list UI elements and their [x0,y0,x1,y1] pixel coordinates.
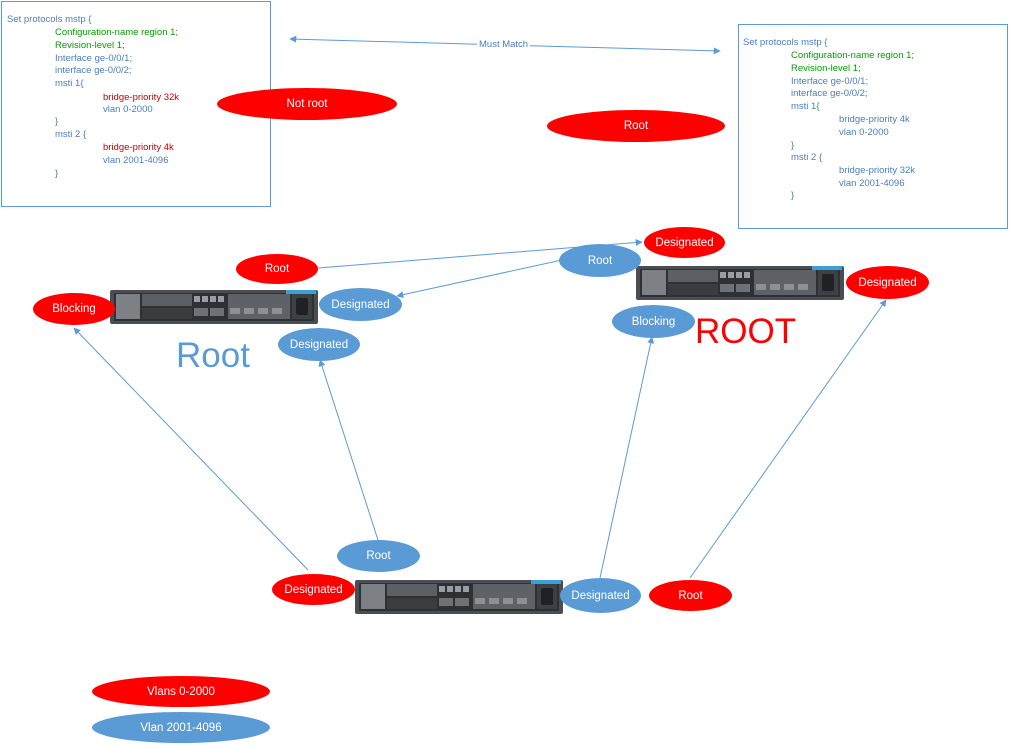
link-sw3-root-to-sw1-designated [318,359,379,541]
switch-device-bottom [355,580,563,614]
config-line: } [791,140,795,151]
sw1-designated-oval-1: Designated [319,288,402,321]
sw3-designated-oval-blue: Designated [560,578,641,613]
switch-device-left [110,290,318,324]
sw1-blocking-oval: Blocking [33,293,115,325]
config-line: bridge-priority 32k [839,165,916,176]
config-line: } [791,190,795,201]
config-line: msti 1{ [791,101,820,112]
config-line: Set protocols mstp { [743,37,828,48]
legend-red-oval: Vlans 0-2000 [92,676,270,707]
config-line: bridge-priority 32k [103,92,180,103]
config-line: vlan 2001-4096 [839,178,905,189]
config-line: vlan 0-2000 [839,127,889,138]
sw2-blocking-oval: Blocking [612,305,695,338]
config-line: interface ge-0/0/2; [55,65,132,76]
config-line: Revision-level 1; [791,63,861,74]
config-line: msti 2 { [791,152,823,163]
config-line: Interface ge-0/0/1; [55,53,133,64]
switch-device-right [636,266,844,300]
config-line: } [55,168,59,179]
sw3-root-oval-red: Root [649,580,732,611]
link-sw2-root-to-sw1 [396,259,563,299]
sw1-root-oval: Root [236,254,318,284]
legend-blue-oval: Vlan 2001-4096 [92,712,270,743]
config-box-right [738,24,1008,229]
must-match-label: Must Match [477,39,531,50]
config-line: Configuration-name region 1; [791,50,915,61]
config-line: interface ge-0/0/2; [791,88,868,99]
config-line: } [55,116,59,127]
link-sw3-root-to-sw2-designated [689,299,887,579]
config-line: Set protocols mstp { [7,14,92,25]
sw3-designated-oval: Designated [272,574,355,605]
config-line: Configuration-name region 1; [55,27,179,38]
link-sw3-designated-to-sw1-blocking [73,327,309,571]
sw2-designated-oval-top: Designated [644,227,725,258]
config-line: vlan 2001-4096 [103,155,169,166]
sw3-root-oval: Root [337,540,420,572]
config-line: msti 1{ [55,78,84,89]
root-label-red: ROOT [695,312,797,351]
config-line: Interface ge-0/0/1; [791,76,869,87]
config-line: bridge-priority 4k [839,114,910,125]
config-line: msti 2 { [55,129,87,140]
sw2-designated-oval-right: Designated [846,266,929,299]
root-label-blue: Root [176,336,250,375]
not-root-oval: Not root [217,88,397,120]
config-line: Revision-level 1; [55,40,125,51]
sw1-designated-oval-2: Designated [278,328,360,361]
config-line: vlan 0-2000 [103,104,153,115]
config-line: bridge-priority 4k [103,142,174,153]
link-sw3-designated-to-sw2-blocking [599,336,655,579]
sw2-root-oval: Root [559,244,641,277]
root-oval-top: Root [547,110,725,142]
